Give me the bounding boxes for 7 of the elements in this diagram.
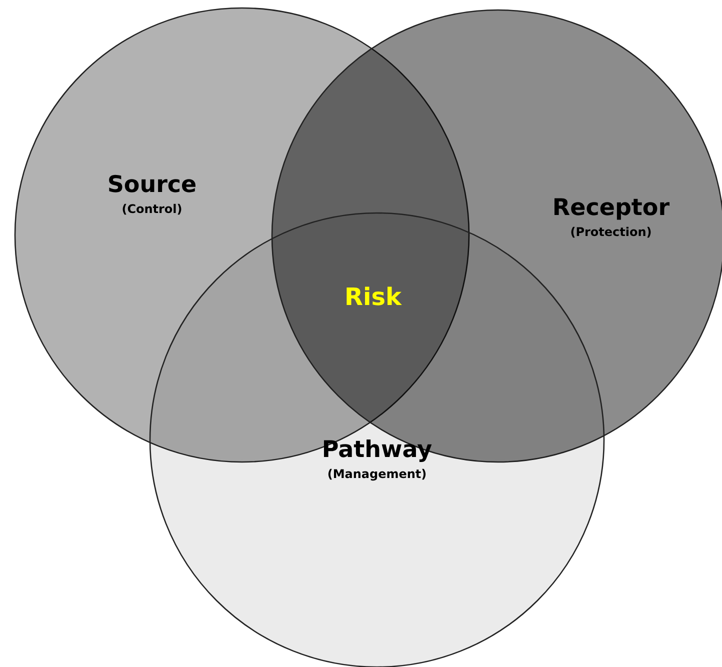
overlap-label: Risk bbox=[344, 283, 402, 311]
circle-subtitle: (Protection) bbox=[570, 225, 652, 239]
circle-subtitle: (Management) bbox=[327, 467, 427, 481]
circle-subtitle: (Control) bbox=[122, 202, 182, 216]
circle-title: Source bbox=[107, 172, 197, 198]
circle-title: Pathway bbox=[322, 437, 432, 463]
circle-title: Receptor bbox=[552, 195, 670, 221]
